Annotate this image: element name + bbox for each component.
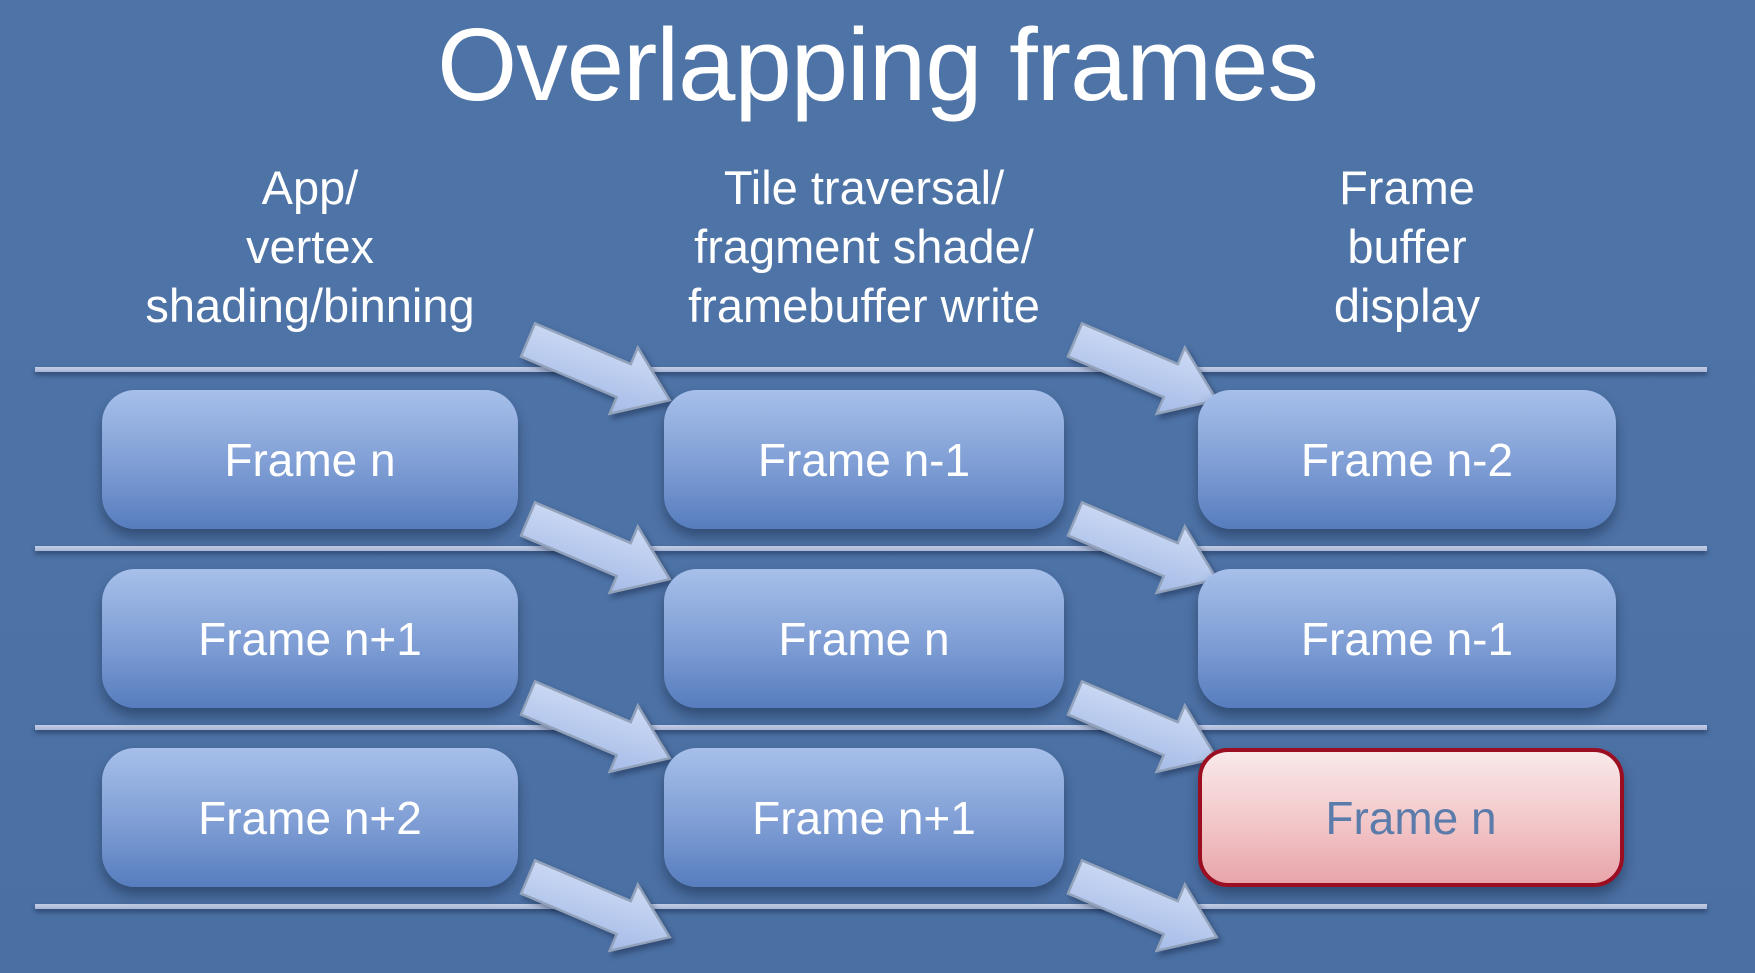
frame-box-highlighted: Frame n	[1198, 748, 1624, 887]
frame-box: Frame n+2	[102, 748, 518, 887]
slide-title: Overlapping frames	[437, 7, 1319, 122]
flow-arrow-icon	[519, 858, 672, 953]
header-line: display	[1333, 279, 1481, 332]
flow-arrow-icon	[1066, 679, 1219, 774]
frame-box: Frame n+1	[664, 748, 1064, 887]
frame-box: Frame n	[102, 390, 518, 529]
frame-box-label: Frame n	[224, 433, 396, 486]
frame-box-label: Frame n-1	[757, 433, 971, 486]
frame-box: Frame n-1	[1198, 569, 1616, 708]
header-line: App/	[261, 161, 359, 214]
frame-box-label: Frame n+2	[198, 791, 422, 844]
flow-arrow-icon	[1066, 500, 1219, 595]
header-line: vertex	[246, 220, 374, 273]
frame-box-label: Frame n-2	[1300, 433, 1514, 486]
column-header-frame-buffer-display: Frame buffer display	[1158, 158, 1656, 335]
timeline-divider	[35, 904, 1707, 909]
frame-box-label: Frame n+1	[752, 791, 976, 844]
column-header-tile-fragment-framebuffer: Tile traversal/ fragment shade/ framebuf…	[624, 158, 1104, 335]
frame-box: Frame n+1	[102, 569, 518, 708]
flow-arrow-icon	[519, 500, 672, 595]
frame-box: Frame n	[664, 569, 1064, 708]
frame-box: Frame n-2	[1198, 390, 1616, 529]
timeline-divider	[35, 546, 1707, 551]
header-line: buffer	[1347, 220, 1467, 273]
column-header-app-vertex-shading: App/ vertex shading/binning	[62, 158, 558, 335]
frame-box: Frame n-1	[664, 390, 1064, 529]
header-line: Tile traversal/	[723, 161, 1005, 214]
timeline-divider	[35, 725, 1707, 730]
timeline-divider	[35, 367, 1707, 372]
frame-box-label: Frame n	[778, 612, 950, 665]
flow-arrow-icon	[519, 321, 672, 416]
frame-box-label: Frame n-1	[1300, 612, 1514, 665]
frame-box-label: Frame n+1	[198, 612, 422, 665]
header-line: fragment shade/	[694, 220, 1034, 273]
header-line: framebuffer write	[688, 279, 1040, 332]
flow-arrow-icon	[1066, 858, 1219, 953]
flow-arrow-icon	[1066, 321, 1219, 416]
header-line: Frame	[1339, 161, 1475, 214]
frame-box-label: Frame n	[1325, 791, 1497, 844]
header-line: shading/binning	[145, 279, 475, 332]
flow-arrow-icon	[519, 679, 672, 774]
